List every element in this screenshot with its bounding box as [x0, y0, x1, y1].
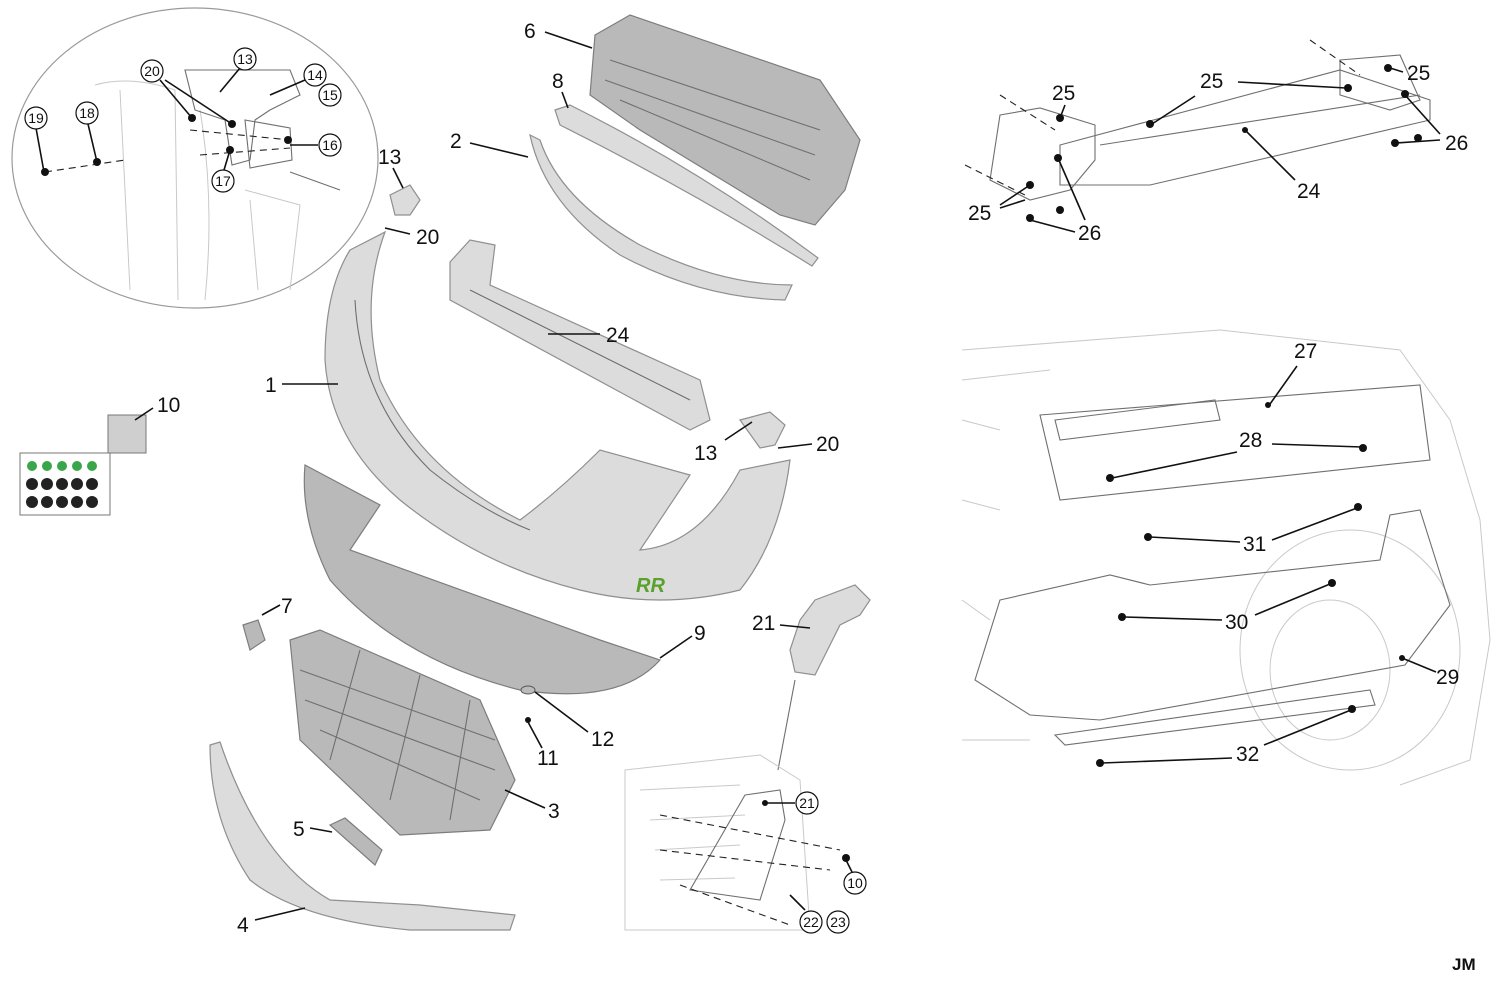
- fasteners-11-12: 11 12: [520, 685, 614, 770]
- clip-7: 7: [242, 595, 293, 651]
- callout-30: 30: [1225, 611, 1248, 634]
- callout-13-inset: 13: [237, 51, 253, 67]
- beam-detail: 25 25 25 26 25 26 24: [964, 39, 1468, 245]
- callout-20-right: 20: [816, 433, 839, 456]
- callout-9: 9: [694, 622, 706, 645]
- callout-16: 16: [322, 137, 338, 153]
- callout-10: 10: [157, 394, 180, 417]
- callout-26-b: 26: [1078, 222, 1101, 245]
- callout-31: 31: [1243, 533, 1266, 556]
- callout-24-beam: 24: [1297, 180, 1321, 203]
- callout-24: 24: [606, 324, 630, 347]
- callout-17: 17: [215, 173, 231, 189]
- callout-8: 8: [552, 70, 564, 93]
- callout-4: 4: [237, 914, 249, 937]
- callout-20-left: 20: [416, 226, 439, 249]
- callout-13-right: 13: [694, 442, 717, 465]
- callout-22: 22: [803, 914, 819, 930]
- bumper-logo: RR: [636, 575, 665, 597]
- callout-21-inset: 21: [799, 795, 815, 811]
- callout-26-a: 26: [1445, 132, 1468, 155]
- bracket-21: 21: [752, 584, 871, 771]
- clip-kit-10: 10: [19, 394, 180, 516]
- callout-25-a: 25: [1052, 82, 1075, 105]
- callout-18: 18: [79, 105, 95, 121]
- inset-bracket-detail: 19 18 20 13 14 15 16 17: [11, 7, 379, 309]
- bumper-cover-1: RR 1: [265, 230, 791, 601]
- upper-grille-6: 6: [524, 14, 861, 226]
- callout-5: 5: [293, 818, 305, 841]
- author-credit: JM: [1452, 955, 1476, 974]
- callout-13-left: 13: [378, 146, 401, 169]
- inset-bracket-21-detail: 21 10 22 23: [624, 754, 867, 934]
- callout-11: 11: [537, 747, 559, 770]
- callout-25-c: 25: [1407, 62, 1430, 85]
- callout-25-d: 25: [968, 202, 991, 225]
- reinforcement-bar-24: 24: [449, 239, 711, 431]
- main-grille-3: 3: [289, 629, 560, 836]
- callout-28: 28: [1239, 429, 1262, 452]
- callout-32: 32: [1236, 743, 1259, 766]
- callout-25-b: 25: [1200, 70, 1223, 93]
- callout-21: 21: [752, 612, 775, 635]
- callout-19: 19: [28, 110, 44, 126]
- callout-7: 7: [281, 595, 293, 618]
- callout-2: 2: [450, 130, 462, 153]
- lower-grille-4: 4: [209, 741, 516, 937]
- callout-14: 14: [307, 67, 323, 83]
- lower-trim-2: 2: [450, 130, 793, 301]
- callout-27: 27: [1294, 340, 1317, 363]
- side-bracket-13-right: 13 20: [694, 411, 839, 465]
- trim-strip-8: 8: [552, 70, 819, 267]
- callout-29: 29: [1436, 666, 1459, 689]
- callout-12: 12: [591, 728, 614, 751]
- grille-insert-5: 5: [293, 817, 383, 866]
- callout-6: 6: [524, 20, 536, 43]
- callout-10-inset: 10: [847, 875, 863, 891]
- callout-20-inset: 20: [144, 63, 160, 79]
- undertray-detail: 27 28 31 30 29 32: [961, 329, 1491, 786]
- callout-15: 15: [322, 87, 338, 103]
- callout-1: 1: [265, 374, 277, 397]
- undershield-9: 9: [303, 464, 706, 695]
- callout-23: 23: [830, 914, 846, 930]
- callout-3: 3: [548, 800, 560, 823]
- side-bracket-13-left: 13 20: [378, 146, 439, 249]
